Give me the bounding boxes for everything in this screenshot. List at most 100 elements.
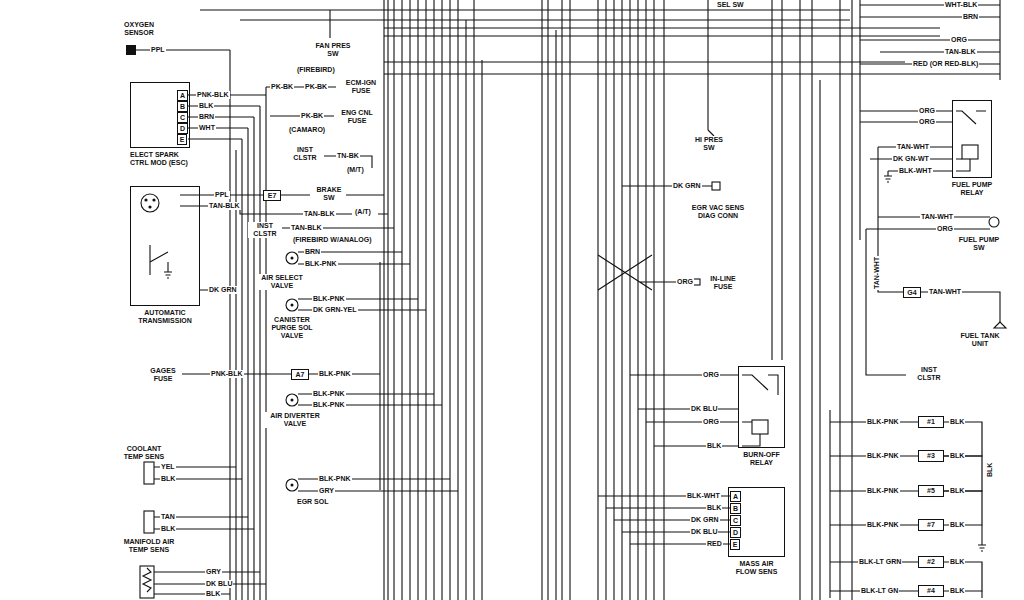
component-label: IN-LINE FUSE xyxy=(704,275,742,291)
solenoid-dot xyxy=(291,484,294,487)
pin-dot xyxy=(148,205,151,208)
component-label: OXYGEN SENSOR xyxy=(118,21,160,37)
injector-box: #2 xyxy=(918,556,944,568)
component-label: ENG CNL FUSE xyxy=(336,109,378,125)
box-label: D xyxy=(180,125,185,133)
injector-box: #3 xyxy=(918,450,944,462)
component-label: BRAKE SW xyxy=(312,186,346,202)
wire-label: TAN-BLK xyxy=(944,48,977,56)
wire-label: BLK xyxy=(949,521,965,529)
wire-label: BLK xyxy=(949,452,965,460)
wire-label: (CAMARO) xyxy=(288,126,326,134)
diag-connector xyxy=(712,182,720,190)
switch-symbol xyxy=(989,217,999,227)
wire-label: RED xyxy=(706,540,723,548)
connector-symbol xyxy=(144,511,154,533)
pin-box: B xyxy=(177,101,188,112)
connector-symbol xyxy=(144,462,154,484)
pin-dot xyxy=(152,198,155,201)
wire-label: DK BLU xyxy=(205,580,233,588)
wire-label: BLK-WHT xyxy=(898,167,933,175)
wire-label: ORG xyxy=(702,418,720,426)
box-label: A7 xyxy=(296,371,305,379)
box-label: #5 xyxy=(927,487,935,495)
wire-label: GRY xyxy=(318,487,335,495)
wire xyxy=(944,456,982,491)
pin-box: B xyxy=(730,503,741,514)
pin-box: A xyxy=(177,90,188,101)
wire-label: BLK xyxy=(949,487,965,495)
box-label: #1 xyxy=(927,418,935,426)
box-label: #3 xyxy=(927,452,935,460)
wire-label: BLK-LT GN xyxy=(860,587,899,595)
pin-dot xyxy=(144,198,147,201)
wire-label: TAN xyxy=(160,513,176,521)
connector-box: G4 xyxy=(903,287,921,298)
tank-unit-symbol xyxy=(994,322,1006,328)
component-label: EGR VAC SENS DIAG CONN xyxy=(682,204,754,220)
component-label: FUEL PUMP SW xyxy=(956,236,1002,252)
connector-symbol xyxy=(141,194,159,212)
wire-label: PK-BK xyxy=(270,83,294,91)
wire-label: BLK-PNK xyxy=(318,370,352,378)
component-name: BURN-OFF RELAY xyxy=(738,451,786,467)
wire-label: BLK xyxy=(949,558,965,566)
relay-coil xyxy=(962,145,978,159)
wire-label: WHT xyxy=(198,124,216,132)
wire-label: GRY xyxy=(205,568,222,576)
wire-label: TN-BK xyxy=(336,152,360,160)
component-label: MANIFOLD AIR TEMP SENS xyxy=(118,538,180,554)
injector-box: #5 xyxy=(918,485,944,497)
wire-label: TAN-WHT xyxy=(928,288,962,296)
solenoid-symbol xyxy=(286,299,298,311)
component-label: AIR DIVERTER VALVE xyxy=(264,412,326,428)
pin-box: A xyxy=(730,491,741,502)
wire-label: BLK-PNK xyxy=(312,390,346,398)
wire-label: TAN-BLK xyxy=(208,202,241,210)
wire-label: BLK xyxy=(706,442,722,450)
wire-label: PPL xyxy=(150,46,166,54)
box-label: C xyxy=(180,114,185,122)
wire-label: TAN-WHT xyxy=(920,213,954,221)
wire-label: DK GRN xyxy=(208,286,238,294)
solenoid-symbol xyxy=(286,479,298,491)
ground-symbol xyxy=(164,171,986,551)
component-name: FUEL PUMP RELAY xyxy=(948,181,996,197)
component-label: FUEL TANK UNIT xyxy=(956,332,1004,348)
wire-label: BLK xyxy=(949,418,965,426)
wire-label: WHT-BLK xyxy=(944,1,978,9)
wire-label: BLK-PNK xyxy=(866,418,900,426)
wire-label: BLK-PNK xyxy=(304,260,338,268)
relay-coil xyxy=(752,420,768,434)
sensor-box: MASS AIR FLOW SENSABCDE xyxy=(728,487,785,557)
relay-box: BURN-OFF RELAY xyxy=(738,366,785,448)
pin-box: E xyxy=(730,539,740,550)
component-label: INST CLSTR xyxy=(248,222,282,238)
wire-label: ORG xyxy=(950,36,968,44)
solenoid-symbol xyxy=(286,394,298,406)
wire-label: (A/T) xyxy=(354,208,372,216)
injector-box: #1 xyxy=(918,416,944,428)
solenoid-dot xyxy=(291,304,294,307)
solenoid-symbol xyxy=(286,252,298,264)
injector-box: #4 xyxy=(918,585,944,597)
wire-label: (FIREBIRD W/ANALOG) xyxy=(292,236,373,244)
wire-label: PNK-BLK xyxy=(196,91,230,99)
component-label: INST CLSTR xyxy=(288,146,322,162)
wire-label: BLK-PNK xyxy=(866,521,900,529)
box-label: E7 xyxy=(268,192,277,200)
wire-label: (M/T) xyxy=(346,166,365,174)
box-label: #2 xyxy=(927,558,935,566)
wire-label: BLK-PNK xyxy=(866,452,900,460)
box-label: E xyxy=(733,541,738,549)
wire-label: BLK-PNK xyxy=(318,475,352,483)
component-label: AIR SELECT VALVE xyxy=(256,274,308,290)
resistor-symbol xyxy=(143,568,151,592)
wire-run xyxy=(136,0,1000,598)
wire-label: BLK xyxy=(198,102,214,110)
wire xyxy=(944,422,982,456)
wire-label: ORG xyxy=(936,225,954,233)
connector-box: E7 xyxy=(263,190,281,201)
